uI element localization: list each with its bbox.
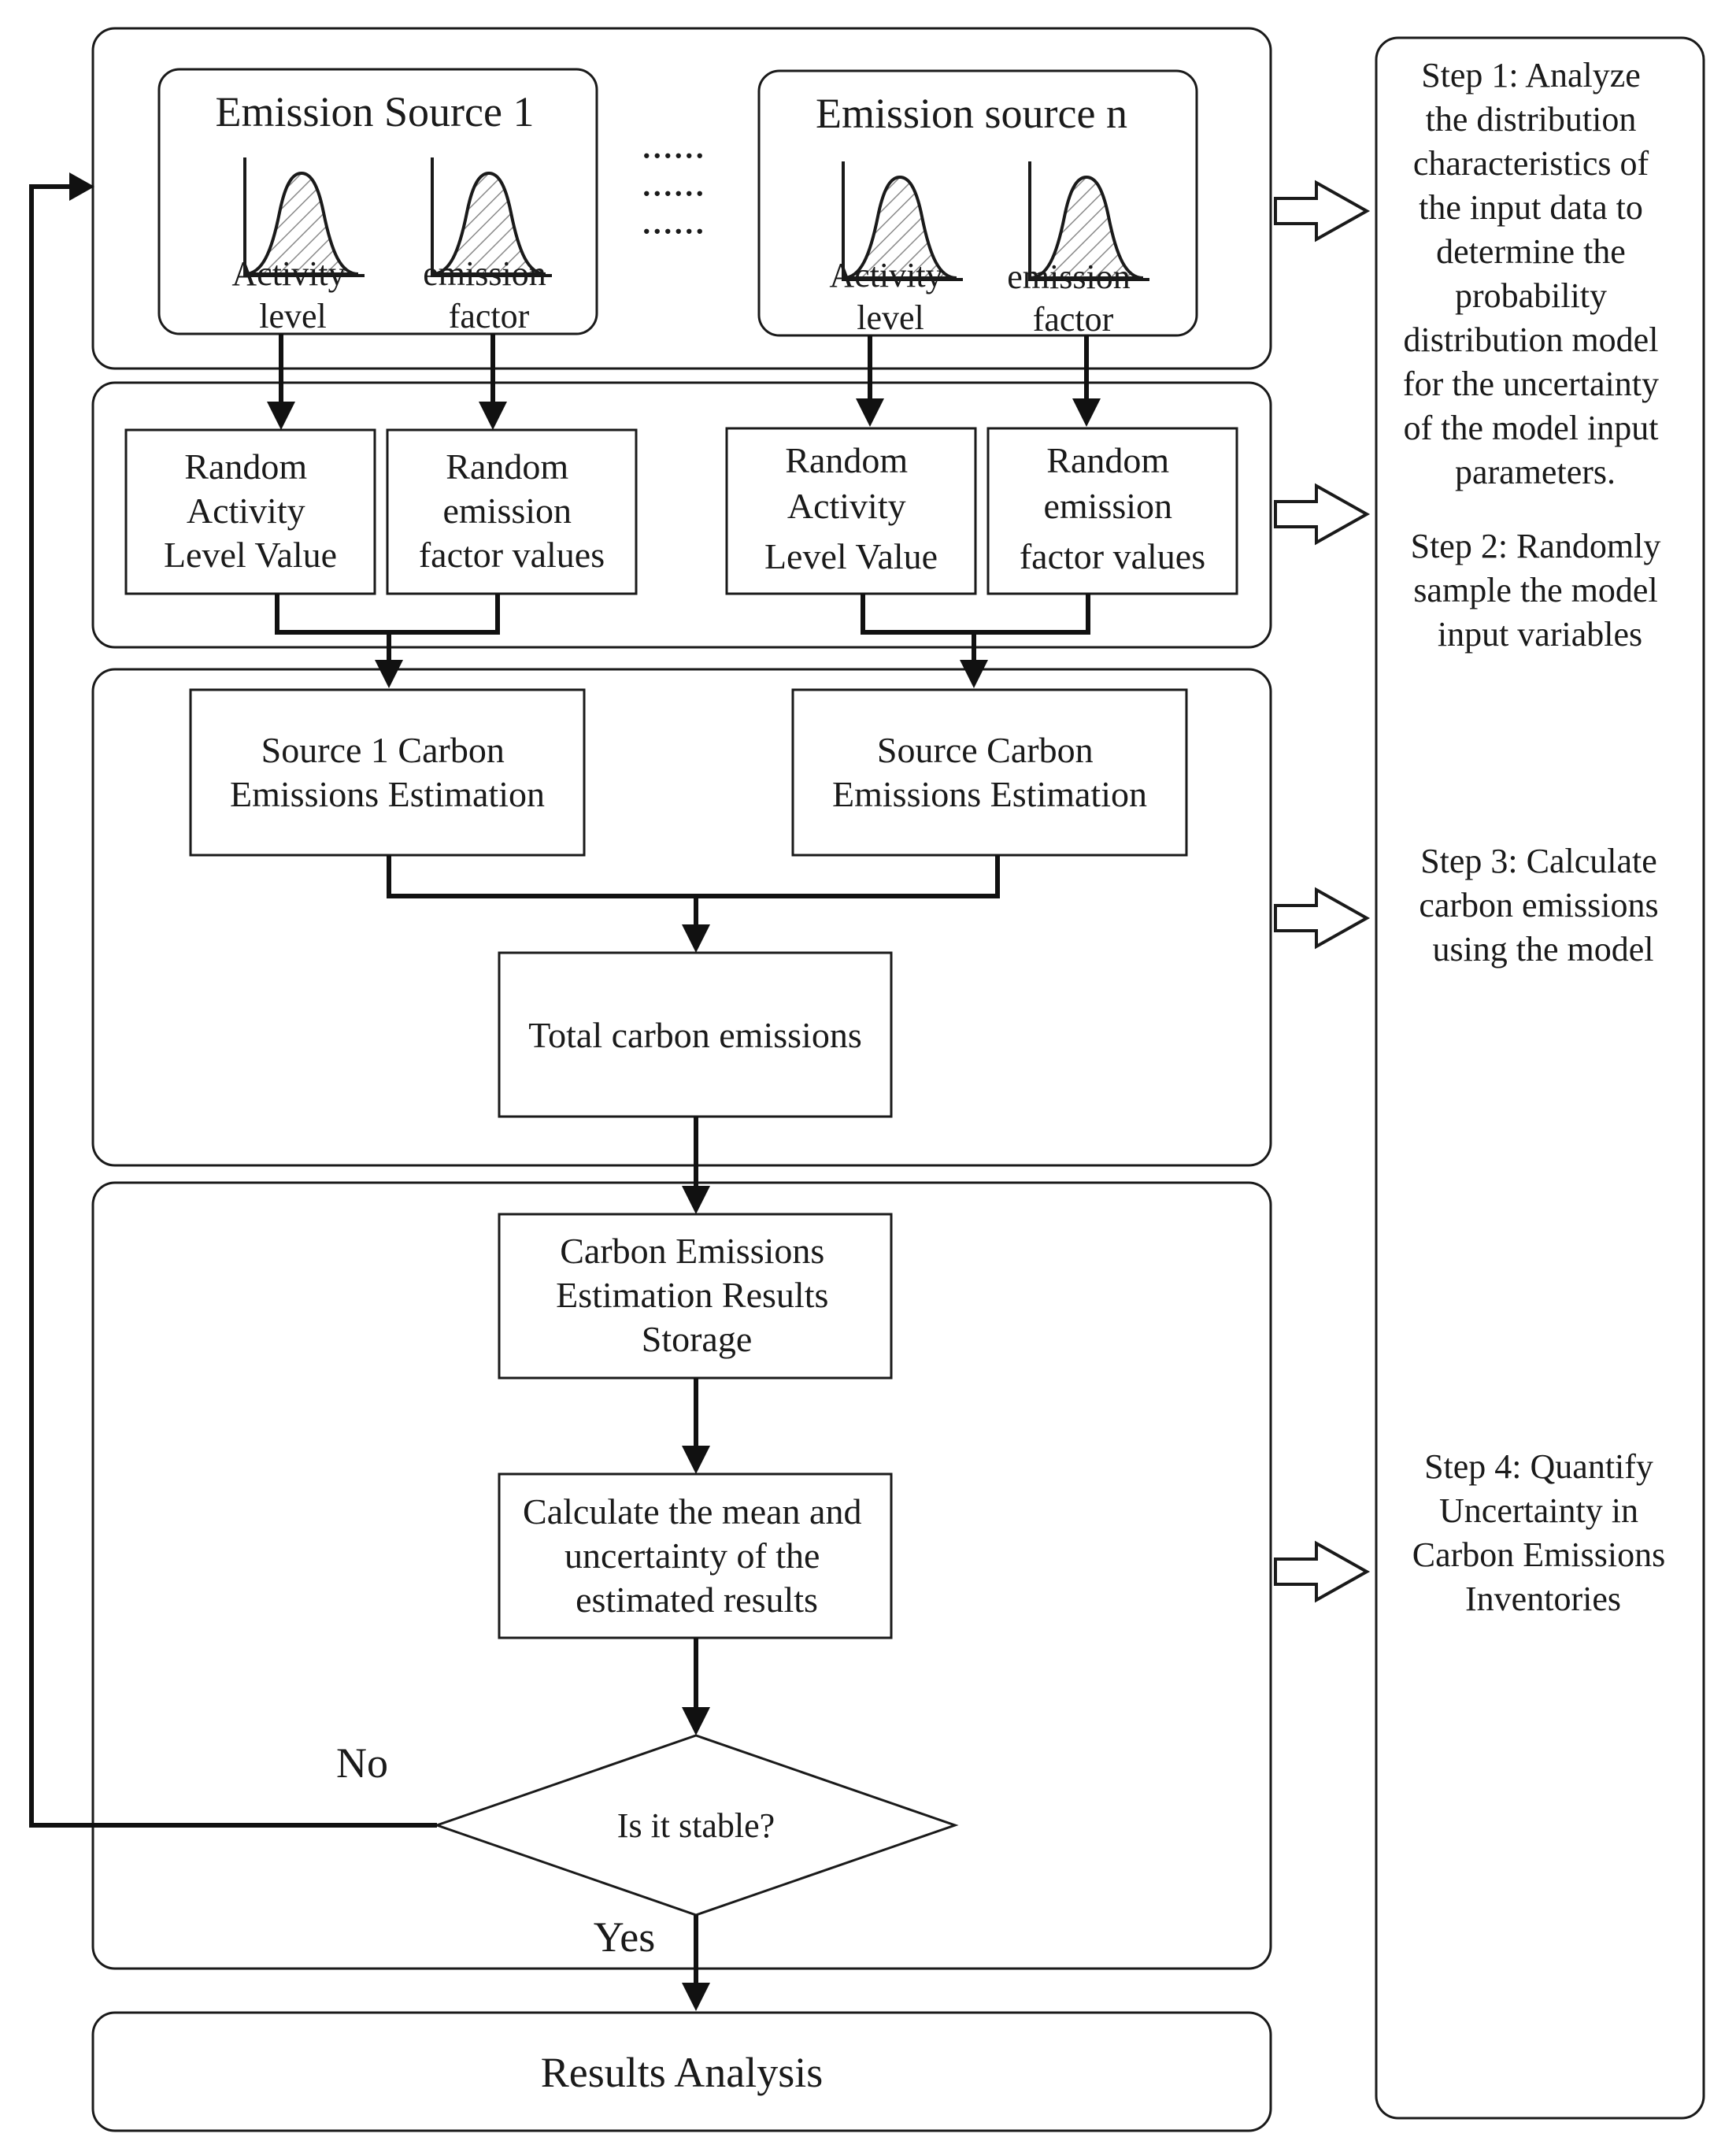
svg-text:......: ...... [642,195,705,243]
svg-text:......: ...... [642,120,705,167]
no-label: No [336,1739,388,1787]
calculate-to-decision-arrow [682,1638,710,1735]
svg-text:Random Activity Le: Random Activity Level Value [764,440,938,576]
yes-arrow: Yes [594,1913,710,2011]
svg-text:Random Activity Le: Random Activity Level Value [164,446,337,575]
activity-level-label: Activity level [231,254,353,335]
step-1-text: Step 1: Analyze the distribution charact… [1403,56,1668,491]
svg-text:......: ...... [642,157,705,205]
activity-level-label: Activity level [829,256,951,337]
stability-decision: Is it stable? [433,1734,959,1917]
emission-source-1: Emission Source 1 Activity level emissio… [157,68,598,335]
panel-random-sampling [91,381,1272,649]
source-n-estimation-box: Source Carbon Emissions Estimation [791,688,1188,857]
results-analysis-label: Results Analysis [541,2049,824,2096]
ellipsis: ...... ...... ...... [642,120,705,243]
random-factor-box-1: Random emission factor values [386,428,638,595]
svg-text:Source 1 Carbon Emission: Source 1 Carbon Emissions Estimation [230,730,545,814]
step-2-arrow [1274,483,1371,546]
total-connectors [387,855,1000,953]
source-n-title: Emission source n [816,90,1127,137]
sampling-arrows [267,334,1101,430]
emission-source-n: Emission source n Activity level emissio… [757,69,1198,339]
no-loop-arrow: No [29,172,437,1828]
storage-to-calculate-arrow [682,1378,710,1474]
random-factor-box-n: Random emission factor values [986,427,1238,595]
panel-emission-sources [91,27,1272,370]
svg-text:Random emission fa: Random emission factor values [419,446,605,575]
step-2-text: Step 2: Randomly sample the model input … [1411,527,1670,654]
svg-text:Random emission fa: Random emission factor values [1020,440,1205,576]
source-1-title: Emission Source 1 [216,88,535,135]
svg-text:Total carbon emissions: Total carbon emissions [528,1015,861,1055]
emission-factor-label: emission factor [423,254,554,335]
random-activity-box-1: Random Activity Level Value [124,428,376,595]
calculate-mean-uncertainty-box: Calculate the mean and uncertainty of th… [498,1472,893,1639]
step-3-arrow [1274,887,1371,950]
results-storage-box: Carbon Emissions Estimation Results Stor… [498,1213,893,1380]
step-3-text: Step 3: Calculate carbon emissions using… [1419,842,1667,969]
total-carbon-emissions-box: Total carbon emissions [498,951,893,1118]
source-1-estimation-box: Source 1 Carbon Emissions Estimation [189,688,586,857]
step-1-arrow [1274,180,1371,243]
emission-factor-label: emission factor [1007,257,1138,339]
random-activity-box-n: Random Activity Level Value [725,427,977,595]
merge-connectors [275,594,1090,688]
svg-text:Carbon Emissions Estimat: Carbon Emissions Estimation Results Stor… [556,1231,838,1359]
panel-steps [1375,36,1705,2120]
yes-label: Yes [594,1913,656,1961]
step-4-text: Step 4: Quantify Uncertainty in Carbon E… [1412,1447,1674,1618]
panel-carbon-calculation [91,668,1272,1167]
svg-text:Calculate the mean and u: Calculate the mean and uncertainty of th… [523,1491,871,1620]
panel-results-analysis [91,2011,1272,2132]
step-arrows [1274,180,1371,1603]
total-to-storage-arrow [682,1117,710,1214]
svg-text:Is it stable?: Is it stable? [617,1806,775,1845]
svg-text:Source Carbon Emissions: Source Carbon Emissions Estimation [832,730,1147,814]
step-4-arrow [1274,1540,1371,1603]
panel-uncertainty-quantification [91,1181,1272,1970]
